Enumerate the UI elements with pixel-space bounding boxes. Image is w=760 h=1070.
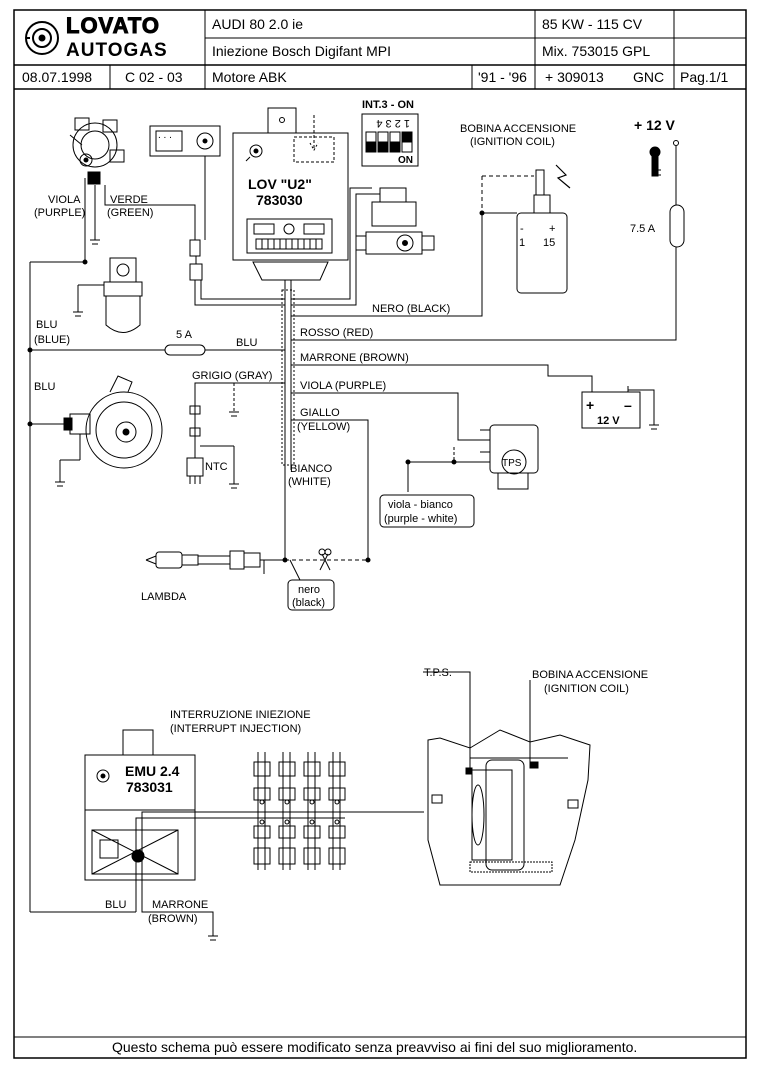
svg-text:MARRONE (BROWN): MARRONE (BROWN) <box>300 352 409 364</box>
svg-text:(PURPLE): (PURPLE) <box>34 207 85 219</box>
svg-text:GRIGIO (GRAY): GRIGIO (GRAY) <box>192 370 272 382</box>
plus-12v: + 12 V <box>634 117 676 133</box>
svg-text:BLU: BLU <box>236 337 257 349</box>
svg-text:INTERRUZIONE INIEZIONE: INTERRUZIONE INIEZIONE <box>170 709 311 721</box>
coil-title-en: (IGNITION COIL) <box>470 136 555 148</box>
mixer-code: Mix. 753015 GPL <box>542 43 650 59</box>
injector-3 <box>304 752 320 870</box>
battery-12v: + – 12 V <box>548 375 659 429</box>
svg-text:(WHITE): (WHITE) <box>288 476 331 488</box>
ntc-sensor: NTC <box>187 383 239 488</box>
dip-title: INT.3 - ON <box>362 99 414 111</box>
brand-line1: LOVATO <box>66 13 160 38</box>
ntc-label: NTC <box>205 461 228 473</box>
svg-text:BOBINA ACCENSIONE: BOBINA ACCENSIONE <box>532 669 648 681</box>
page-number: Pag.1/1 <box>680 69 728 85</box>
kit-type: GNC <box>633 69 664 85</box>
wire-harness <box>28 146 676 912</box>
svg-text:(YELLOW): (YELLOW) <box>297 421 350 433</box>
svg-text:NERO (BLACK): NERO (BLACK) <box>372 303 450 315</box>
distributor-icon <box>70 118 124 184</box>
emu-code: 783031 <box>126 779 173 795</box>
lovato-logo: LOVATO AUTOGAS <box>26 13 168 61</box>
tps-sensor: TPS <box>480 425 538 489</box>
svg-text:–: – <box>624 397 632 413</box>
svg-text:-: - <box>520 223 524 235</box>
svg-text:GIALLO: GIALLO <box>300 407 340 419</box>
viola-bianco-label: viola - bianco (purple - white) <box>380 495 474 527</box>
svg-text:5 A: 5 A <box>176 329 193 341</box>
svg-text:VIOLA: VIOLA <box>48 194 81 206</box>
dip-switch: INT.3 - ON 1 2 3 4 ON <box>362 99 418 166</box>
injector-connectors <box>254 752 345 870</box>
injector-1 <box>254 752 270 870</box>
brand-line2: AUTOGAS <box>66 40 168 61</box>
fuse-75-label: 7.5 A <box>630 223 656 235</box>
svg-text:T.P.S.: T.P.S. <box>424 667 452 679</box>
svg-text:15: 15 <box>543 237 555 249</box>
svg-text:MARRONE: MARRONE <box>152 899 208 911</box>
svg-text:+: + <box>586 397 594 413</box>
lpg-reducer <box>28 376 162 486</box>
interrupt-labels: INTERRUZIONE INIEZIONE (INTERRUPT INJECT… <box>170 709 311 735</box>
map-sensor-icon: . . . <box>150 126 220 156</box>
svg-text:1: 1 <box>519 237 525 249</box>
gas-solenoid-valve <box>356 188 434 254</box>
svg-text:VERDE: VERDE <box>110 194 148 206</box>
svg-text:viola - bianco: viola - bianco <box>388 499 453 511</box>
emu-wires: BLU MARRONE (BROWN) <box>30 812 420 940</box>
emu-name: EMU 2.4 <box>125 763 180 779</box>
injector-4 <box>329 752 345 870</box>
svg-text:+: + <box>549 223 555 235</box>
fuse-7-5a: 7.5 A <box>630 205 684 247</box>
nero-bubble: nero (black) <box>288 560 334 610</box>
model-years: '91 - '96 <box>478 69 527 85</box>
ecu-name: LOV "U2" <box>248 176 312 192</box>
lambda-label: LAMBDA <box>141 591 187 603</box>
lambda-probe: LAMBDA <box>141 551 370 603</box>
injector-2 <box>279 752 295 870</box>
doc-code: C 02 - 03 <box>125 69 183 85</box>
header-block: LOVATO AUTOGAS AUDI 80 2.0 ie Iniezione … <box>14 10 746 1058</box>
power-rating: 85 KW - 115 CV <box>542 16 643 32</box>
svg-text:. . .: . . . <box>158 130 172 141</box>
car-model: AUDI 80 2.0 ie <box>212 16 303 32</box>
engine-bay: T.P.S. BOBINA ACCENSIONE (IGNITION COIL) <box>350 667 648 885</box>
part-number: + 309013 <box>545 69 604 85</box>
coil-title: BOBINA ACCENSIONE <box>460 123 576 135</box>
dip-on-label: ON <box>398 155 413 166</box>
tps-label: TPS <box>502 458 522 469</box>
svg-text:(purple - white): (purple - white) <box>384 513 457 525</box>
ignition-key: + 12 V <box>634 117 679 176</box>
engine-code: Motore ABK <box>212 69 287 85</box>
svg-text:nero: nero <box>298 584 320 596</box>
svg-text:(IGNITION COIL): (IGNITION COIL) <box>544 683 629 695</box>
svg-text:(BROWN): (BROWN) <box>148 913 198 925</box>
svg-text:BIANCO: BIANCO <box>290 463 333 475</box>
solenoid-heater <box>73 258 142 333</box>
ecu-code: 783030 <box>256 192 303 208</box>
svg-text:BLU: BLU <box>36 319 57 331</box>
injection-type: Iniezione Bosch Digifant MPI <box>212 43 391 59</box>
ignition-coil: BOBINA ACCENSIONE (IGNITION COIL) 1 15 -… <box>460 123 576 293</box>
svg-text:(GREEN): (GREEN) <box>107 207 153 219</box>
svg-text:BLU: BLU <box>105 899 126 911</box>
svg-text:VIOLA (PURPLE): VIOLA (PURPLE) <box>300 380 386 392</box>
svg-text:(black): (black) <box>292 597 325 609</box>
cut-scissors-icon <box>319 549 331 570</box>
doc-date: 08.07.1998 <box>22 69 92 85</box>
ecu-lov-u2: LOV "U2" 783030 <box>233 108 348 280</box>
footer-note: Questo schema può essere modificato senz… <box>112 1039 637 1055</box>
svg-text:12 V: 12 V <box>597 415 620 427</box>
svg-text:BLU: BLU <box>34 381 55 393</box>
svg-text:(INTERRUPT INJECTION): (INTERRUPT INJECTION) <box>170 723 301 735</box>
svg-text:ROSSO (RED): ROSSO (RED) <box>300 327 373 339</box>
svg-text:(BLUE): (BLUE) <box>34 334 70 346</box>
dip-numbers: 1 2 3 4 <box>376 117 410 129</box>
emu-2-4: EMU 2.4 783031 <box>85 730 195 880</box>
wire-labels: VIOLA (PURPLE) VERDE (GREEN) BLU (BLUE) … <box>34 194 450 488</box>
